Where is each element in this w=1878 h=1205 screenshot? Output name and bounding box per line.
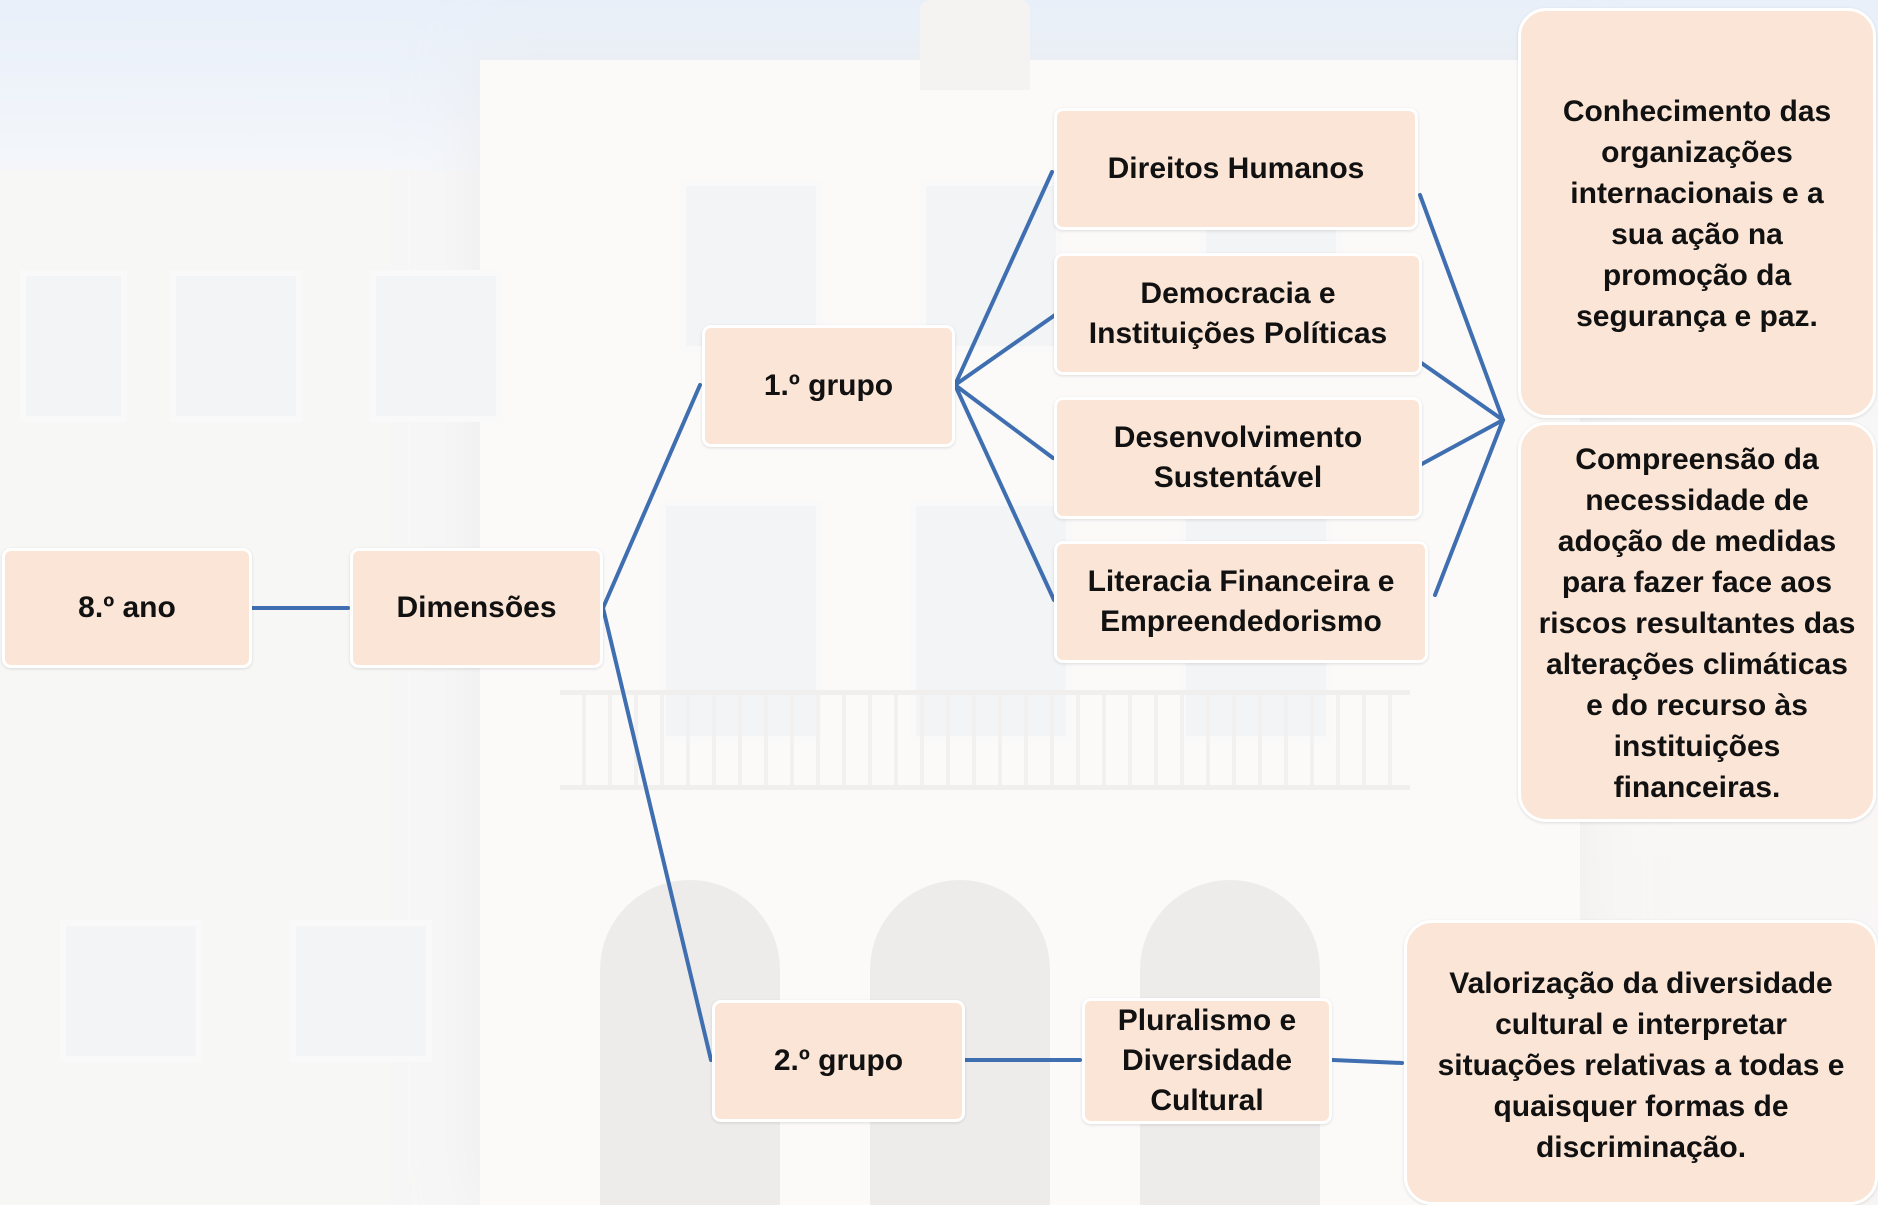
- node-democracia-label: Democracia e Instituições Políticas: [1088, 277, 1388, 350]
- node-desenvolvimento-sustentavel-label: Desenvolvimento Sustentável: [1113, 421, 1363, 494]
- connector-direitos-merge: [1418, 193, 1505, 422]
- node-conhecimento: Conhecimento das organizações internacio…: [1518, 8, 1876, 418]
- node-valorizacao: Valorização da diversidade cultural e in…: [1404, 920, 1878, 1205]
- node-compreensao-label: Compreensão da necessidade de adoção de …: [1538, 443, 1856, 804]
- node-valorizacao-label: Valorização da diversidade cultural e in…: [1437, 967, 1845, 1164]
- node-conhecimento-label: Conhecimento das organizações internacio…: [1562, 95, 1832, 333]
- connector-grupo1-direitos: [953, 170, 1054, 387]
- node-literacia-financeira: Literacia Financeira e Empreendedorismo: [1054, 541, 1428, 663]
- connector-grupo1-literacia: [953, 383, 1056, 602]
- connector-pluralismo-valorizacao: [1331, 1058, 1404, 1065]
- node-8-ano: 8.º ano: [2, 548, 252, 668]
- connector-literacia-merge: [1433, 418, 1505, 597]
- node-8-ano-label: 8.º ano: [78, 591, 176, 624]
- node-2-grupo: 2.º grupo: [712, 1000, 965, 1122]
- node-pluralismo: Pluralismo e Diversidade Cultural: [1082, 998, 1332, 1124]
- node-dimensoes-label: Dimensões: [396, 591, 557, 624]
- node-pluralismo-label: Pluralismo e Diversidade Cultural: [1117, 1004, 1297, 1117]
- node-direitos-humanos: Direitos Humanos: [1054, 108, 1418, 230]
- connector-grupo1-desenvolvimento: [953, 383, 1055, 460]
- node-2-grupo-label: 2.º grupo: [773, 1044, 904, 1077]
- node-direitos-humanos-label: Direitos Humanos: [1107, 152, 1365, 185]
- node-1-grupo: 1.º grupo: [702, 325, 955, 447]
- connector-dimensoes-grupo2: [601, 606, 713, 1062]
- connector-dimensoes-grupo1: [601, 383, 702, 610]
- connector-grupo1-democracia: [953, 313, 1057, 387]
- connector-desenvolvimento-merge: [1418, 418, 1505, 467]
- node-desenvolvimento-sustentavel: Desenvolvimento Sustentável: [1054, 397, 1422, 519]
- connector-democracia-merge: [1418, 360, 1505, 422]
- node-literacia-financeira-label: Literacia Financeira e Empreendedorismo: [1087, 565, 1395, 638]
- node-democracia: Democracia e Instituições Políticas: [1054, 253, 1422, 375]
- node-dimensoes: Dimensões: [350, 548, 603, 668]
- node-1-grupo-label: 1.º grupo: [763, 369, 894, 402]
- node-compreensao: Compreensão da necessidade de adoção de …: [1518, 422, 1876, 822]
